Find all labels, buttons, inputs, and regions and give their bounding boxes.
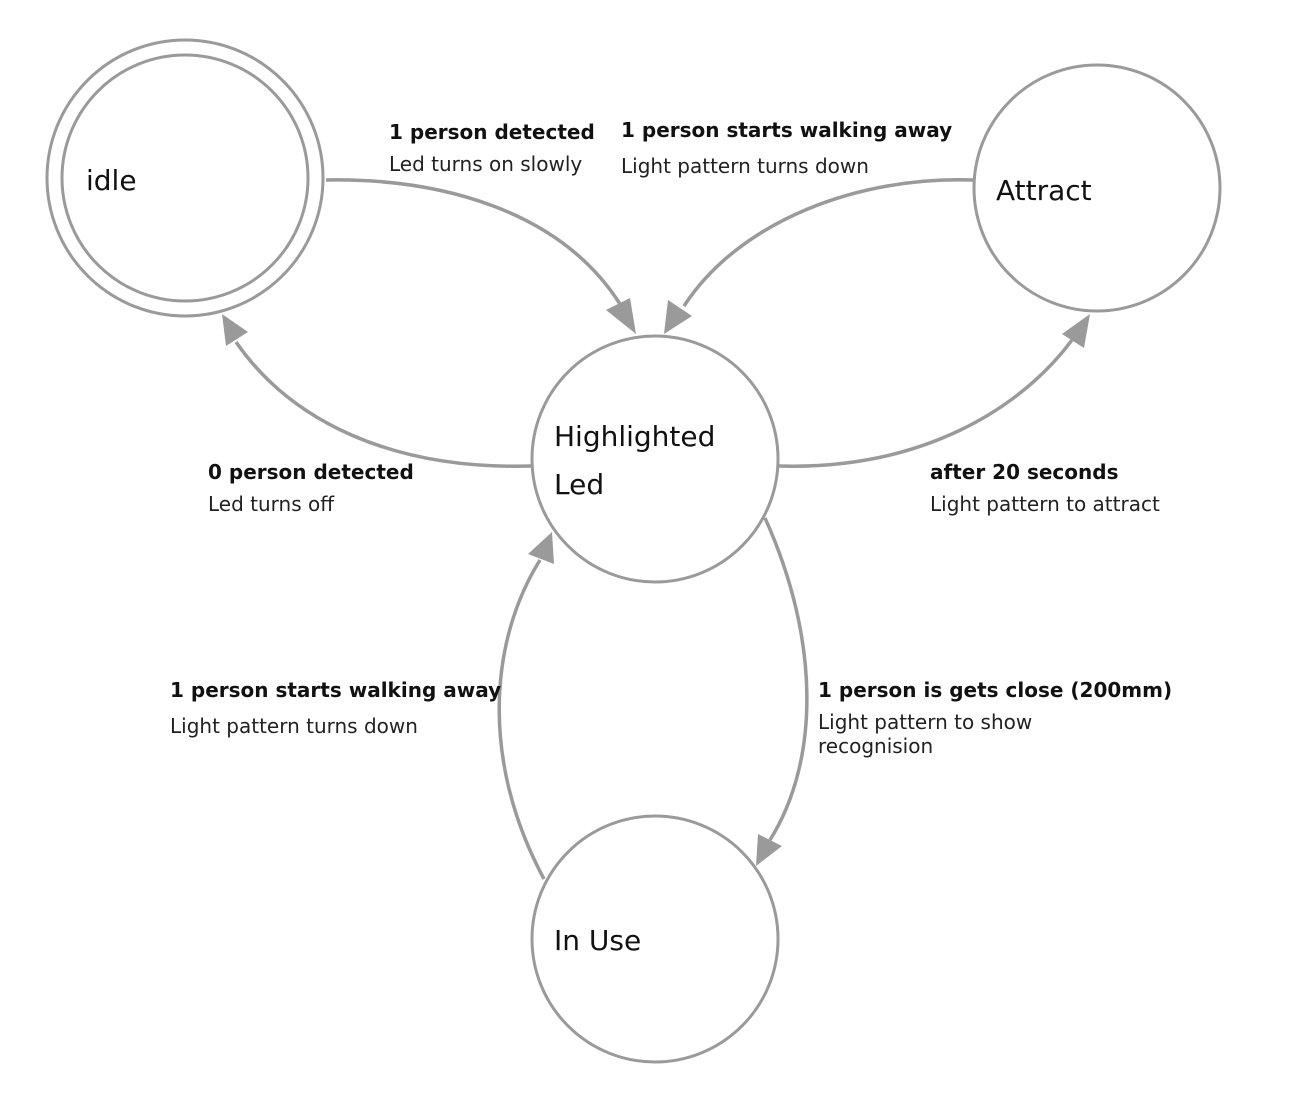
highlighted-led-label-line2: Led	[554, 468, 604, 501]
label-highlighted-to-attract-action: Light pattern to attract	[930, 492, 1160, 516]
arrowhead-highlighted-to-attract	[1062, 314, 1090, 348]
label-attract-to-highlighted-action: Light pattern turns down	[621, 154, 869, 178]
highlighted-led-label-line1: Highlighted	[554, 420, 715, 453]
transition-highlighted-to-in-use	[756, 517, 809, 866]
in-use-label: In Use	[554, 924, 641, 957]
label-highlighted-to-attract: after 20 seconds Light pattern to attrac…	[930, 460, 1160, 516]
edge-in-use-to-highlighted	[497, 559, 546, 880]
edge-attract-to-highlighted	[682, 178, 974, 307]
label-highlighted-to-idle-action: Led turns off	[208, 492, 335, 516]
arrowhead-highlighted-to-idle	[222, 314, 248, 346]
edge-highlighted-to-attract	[778, 338, 1074, 468]
state-idle: idle	[45, 38, 325, 318]
label-highlighted-to-in-use-action-line1: Light pattern to show	[818, 710, 1032, 734]
label-idle-to-highlighted-action: Led turns on slowly	[389, 152, 582, 176]
arrowhead-idle-to-highlighted	[606, 298, 636, 334]
label-attract-to-highlighted-event: 1 person starts walking away	[621, 118, 952, 142]
state-highlighted-led: Highlighted Led	[530, 334, 780, 584]
state-in-use: In Use	[530, 814, 780, 1064]
arrowhead-attract-to-highlighted	[664, 300, 692, 334]
attract-label: Attract	[996, 174, 1092, 207]
label-attract-to-highlighted: 1 person starts walking away Light patte…	[621, 118, 952, 178]
label-in-use-to-highlighted-action: Light pattern turns down	[170, 714, 418, 738]
label-in-use-to-highlighted-event: 1 person starts walking away	[170, 678, 501, 702]
highlighted-led-circle	[530, 334, 780, 584]
transition-highlighted-to-attract	[778, 314, 1090, 468]
arrowhead-highlighted-to-in-use	[756, 834, 782, 866]
label-highlighted-to-idle-event: 0 person detected	[208, 460, 414, 484]
arrowhead-in-use-to-highlighted	[528, 532, 554, 564]
label-highlighted-to-attract-event: after 20 seconds	[930, 460, 1118, 484]
transition-idle-to-highlighted	[325, 178, 636, 334]
label-in-use-to-highlighted: 1 person starts walking away Light patte…	[170, 678, 501, 738]
attract-circle	[972, 63, 1222, 313]
label-highlighted-to-in-use-event: 1 person is gets close (200mm)	[818, 678, 1172, 702]
transition-in-use-to-highlighted	[497, 532, 554, 880]
label-idle-to-highlighted: 1 person detected Led turns on slowly	[389, 120, 595, 176]
label-highlighted-to-in-use-action-line2: recognision	[818, 734, 933, 758]
idle-outer-ring	[45, 38, 325, 318]
in-use-circle	[530, 814, 780, 1064]
idle-inner-ring	[60, 53, 310, 303]
label-highlighted-to-idle: 0 person detected Led turns off	[208, 460, 414, 516]
idle-label: idle	[86, 164, 137, 197]
state-attract: Attract	[972, 63, 1222, 313]
edge-highlighted-to-idle	[234, 341, 532, 468]
edge-idle-to-highlighted	[325, 178, 622, 305]
transition-highlighted-to-idle	[222, 314, 532, 468]
transition-attract-to-highlighted	[664, 178, 974, 334]
label-idle-to-highlighted-event: 1 person detected	[389, 120, 595, 144]
label-highlighted-to-in-use: 1 person is gets close (200mm) Light pat…	[818, 678, 1172, 758]
edge-highlighted-to-in-use	[763, 517, 809, 841]
